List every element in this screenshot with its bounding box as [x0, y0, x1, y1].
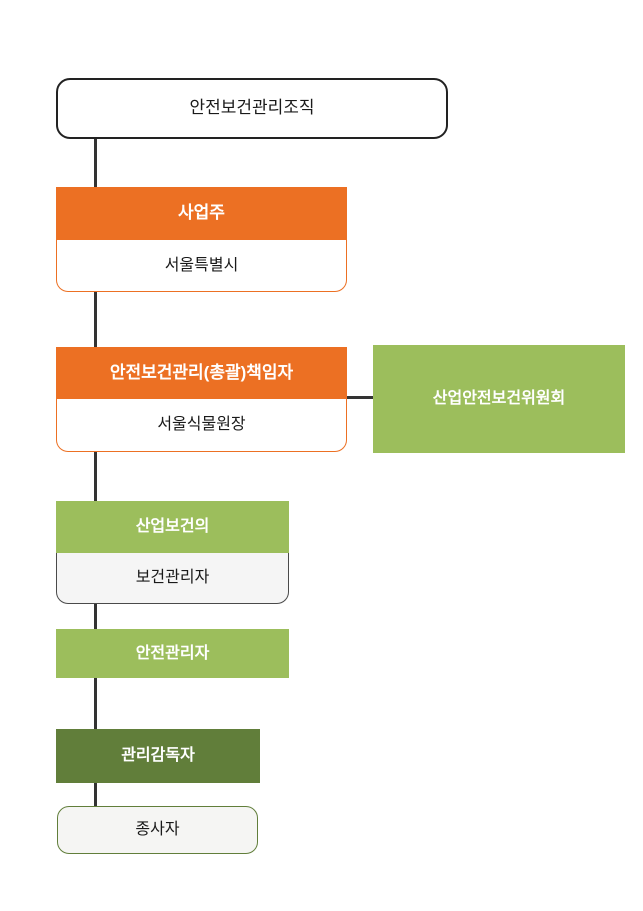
node-employer-body[interactable]: 서울특별시 — [56, 240, 347, 292]
node-worker[interactable]: 종사자 — [57, 806, 258, 854]
node-safety-manager-body[interactable]: 서울식물원장 — [56, 399, 347, 452]
node-industrial-safety-health-committee[interactable]: 산업안전보건위원회 — [373, 345, 625, 453]
node-occupational-physician-header[interactable]: 산업보건의 — [56, 501, 289, 553]
connector-root-to-employer — [94, 139, 97, 187]
connector-safety-officer-to-supervisor — [94, 677, 97, 729]
node-label: 사업주 — [178, 203, 225, 223]
node-label: 산업보건의 — [135, 518, 210, 536]
node-label: 안전보건관리조직 — [189, 98, 315, 118]
node-health-manager-body[interactable]: 보건관리자 — [56, 553, 289, 604]
connector-employer-to-safety-manager — [94, 291, 97, 347]
node-safety-manager-header[interactable]: 안전보건관리(총괄)책임자 — [56, 347, 347, 399]
node-label: 관리감독자 — [121, 747, 195, 765]
node-label: 안전보건관리(총괄)책임자 — [109, 362, 294, 382]
connector-safety-manager-to-committee — [345, 396, 375, 399]
node-employer-header[interactable]: 사업주 — [56, 187, 347, 240]
connector-safety-manager-to-physician — [94, 451, 97, 501]
connector-supervisor-to-worker — [94, 783, 97, 807]
node-safety-officer[interactable]: 안전관리자 — [56, 629, 289, 678]
node-label: 종사자 — [135, 821, 180, 839]
node-label: 서울식물원장 — [157, 416, 246, 434]
connector-physician-to-safety-officer — [94, 603, 97, 629]
node-label: 안전관리자 — [135, 644, 210, 662]
node-label: 보건관리자 — [135, 569, 210, 587]
node-label: 서울특별시 — [164, 256, 239, 274]
node-safety-health-management-organization[interactable]: 안전보건관리조직 — [56, 78, 448, 139]
node-supervisor[interactable]: 관리감독자 — [56, 729, 260, 783]
node-label: 산업안전보건위원회 — [432, 390, 566, 408]
